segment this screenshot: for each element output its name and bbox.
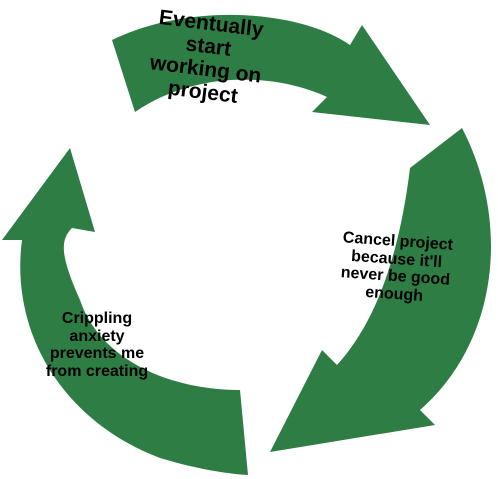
- step-label-crippling-anxiety: Crippling anxiety prevents me from creat…: [22, 310, 172, 380]
- arrow-top: [112, 14, 430, 126]
- step-label-cancel-project: Cancel project because it'll never be go…: [326, 228, 467, 308]
- step-label-line: prevents me: [49, 345, 145, 363]
- arrow-left: [2, 148, 248, 475]
- step-label-line: Crippling: [61, 310, 133, 327]
- arrow-right: [270, 128, 491, 452]
- step-label-line: from creating: [45, 362, 149, 380]
- step-label-line: anxiety: [69, 327, 125, 345]
